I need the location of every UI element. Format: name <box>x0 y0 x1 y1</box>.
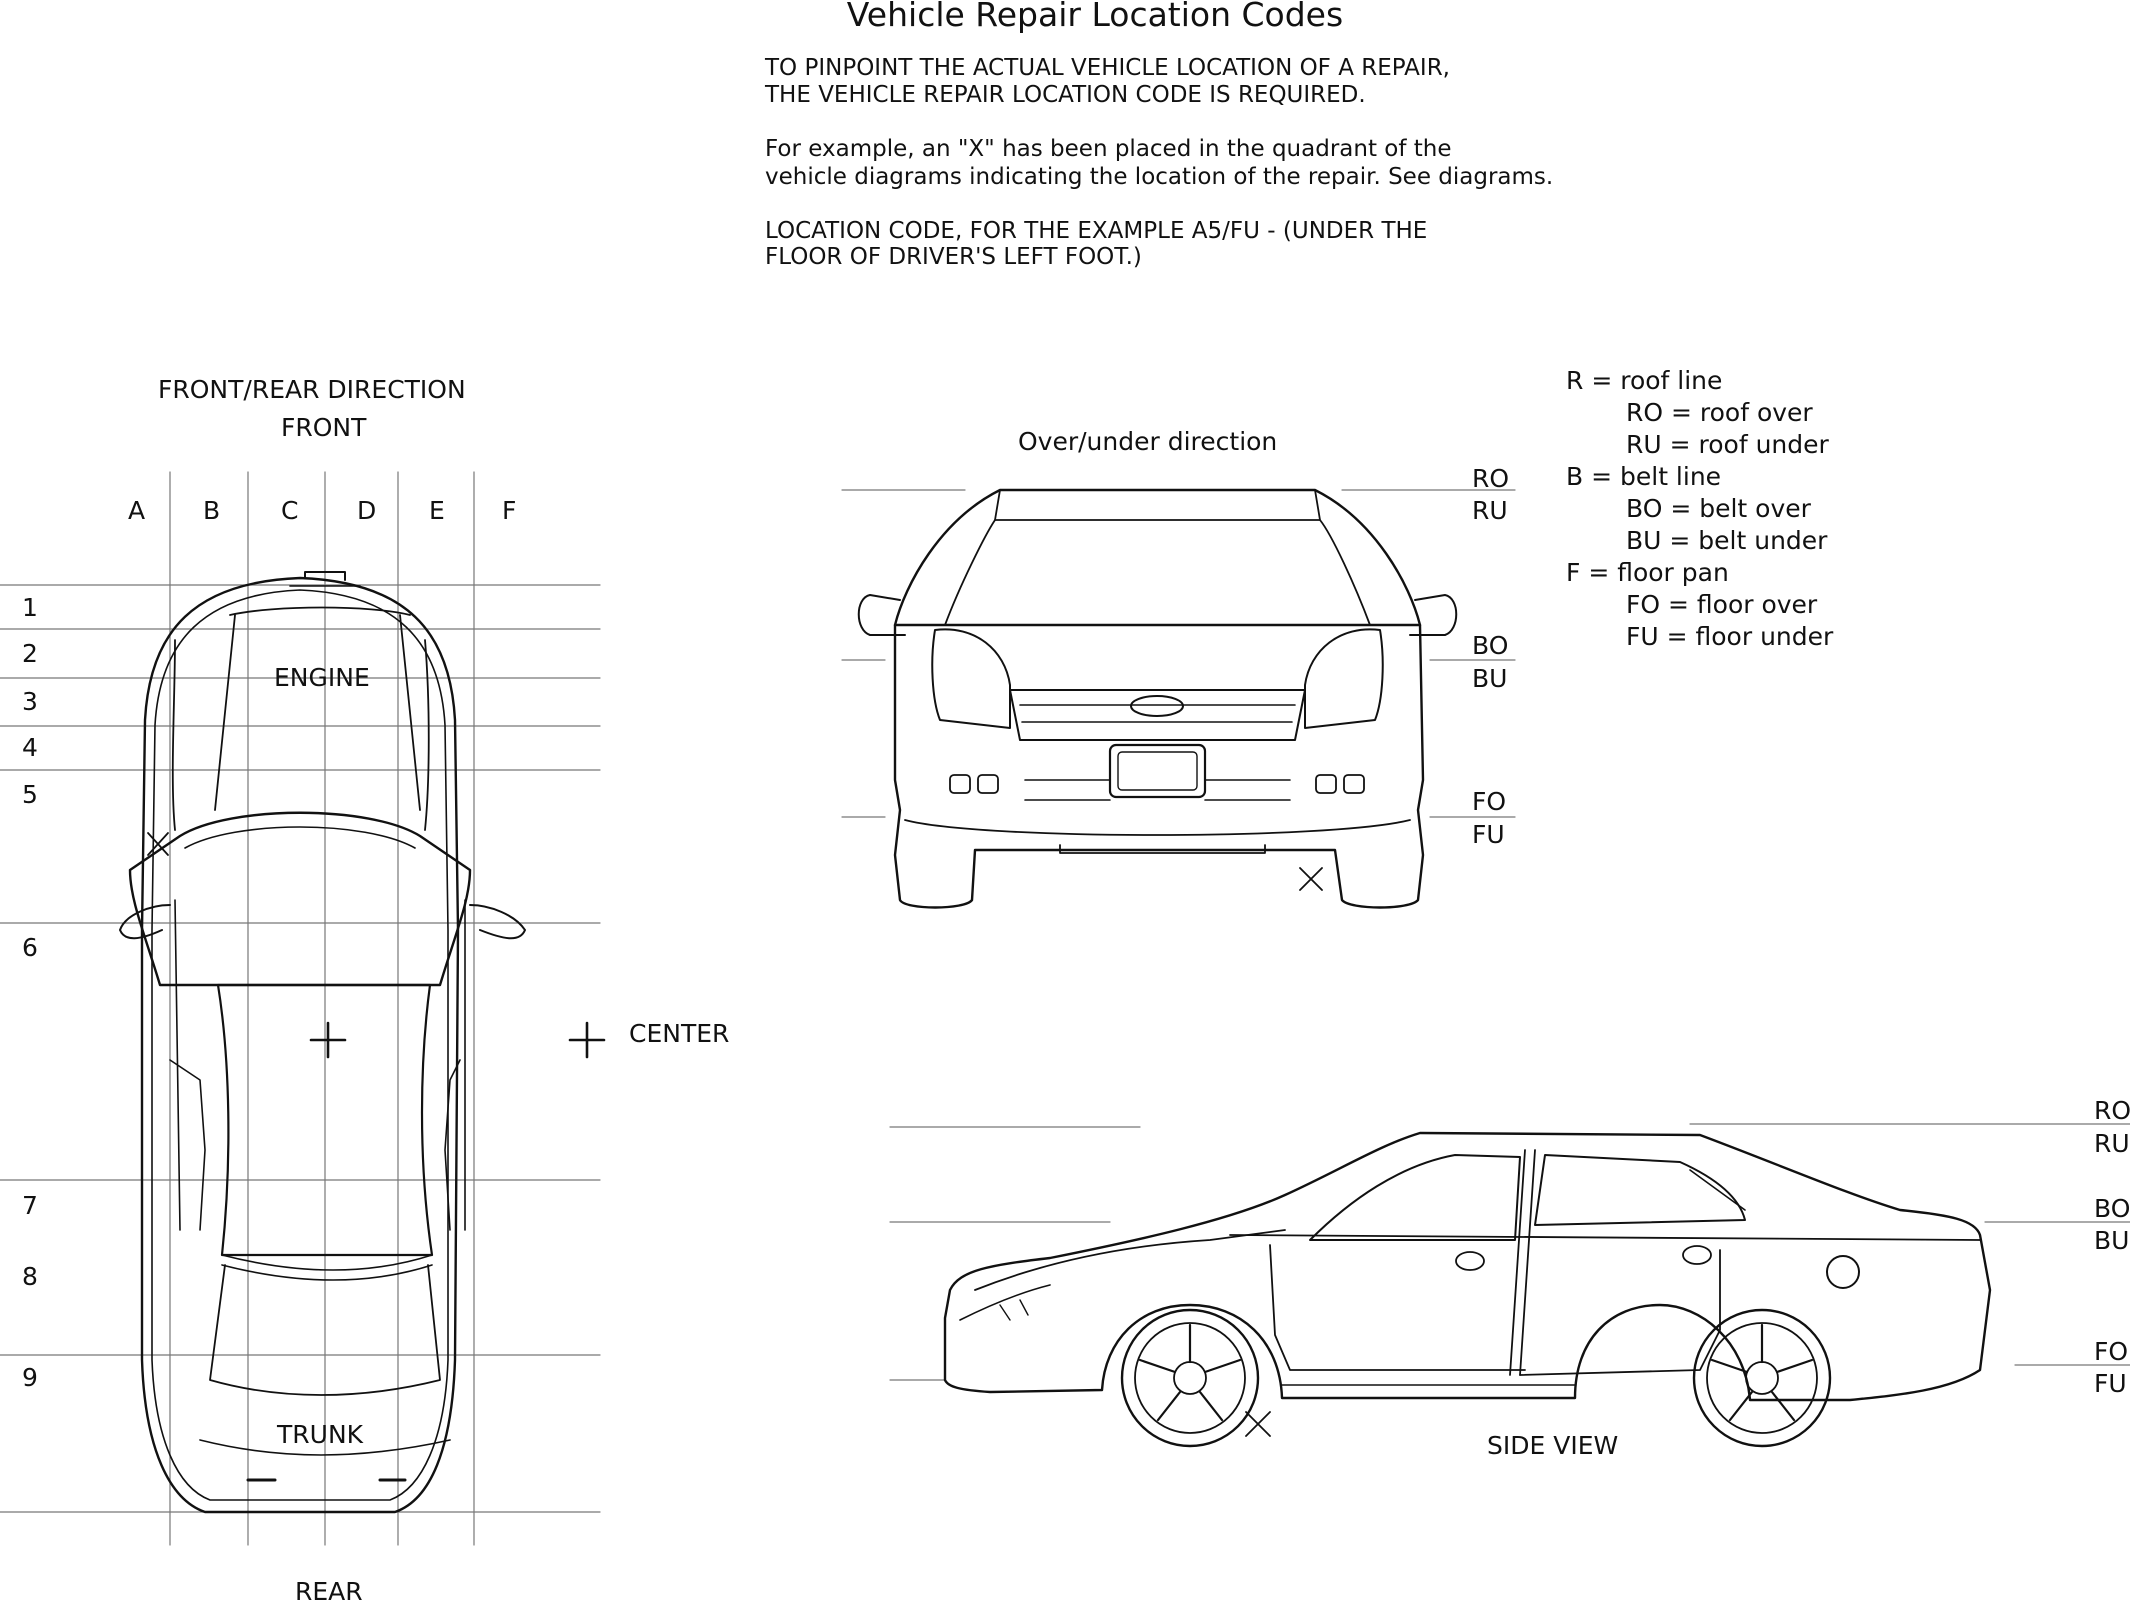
row-label-5: 5 <box>22 780 38 809</box>
front-code-fu: FU <box>1472 820 1505 849</box>
column-label-a: A <box>128 496 146 525</box>
row-label-1: 1 <box>22 593 38 622</box>
intro-line-6: FLOOR OF DRIVER'S LEFT FOOT.) <box>765 244 1142 270</box>
front-code-ru: RU <box>1472 496 1508 525</box>
legend-floor-under: FU = floor under <box>1626 622 1834 651</box>
row-label-3: 3 <box>22 687 38 716</box>
legend-roof-line: R = roof line <box>1566 366 1723 395</box>
legend-floor-pan: F = floor pan <box>1566 558 1729 587</box>
side-code-bu: BU <box>2094 1226 2130 1255</box>
column-label-e: E <box>429 496 445 525</box>
side-view-guides <box>889 1123 2130 1381</box>
legend-belt-under: BU = belt under <box>1626 526 1828 555</box>
intro-line-1: TO PINPOINT THE ACTUAL VEHICLE LOCATION … <box>765 55 1450 81</box>
column-label-c: C <box>281 496 299 525</box>
top-view-rear-label: REAR <box>295 1577 363 1606</box>
column-label-f: F <box>502 496 517 525</box>
trunk-label: TRUNK <box>277 1420 364 1449</box>
front-code-ro: RO <box>1472 464 1510 493</box>
column-label-b: B <box>203 496 221 525</box>
center-cross-symbols <box>309 1021 606 1059</box>
side-code-fu: FU <box>2094 1369 2127 1398</box>
front-code-bu: BU <box>1472 664 1508 693</box>
page-title: Vehicle Repair Location Codes <box>846 0 1344 34</box>
row-label-8: 8 <box>22 1262 38 1291</box>
example-x-mark-front <box>1299 867 1323 891</box>
row-label-7: 7 <box>22 1191 38 1220</box>
row-label-9: 9 <box>22 1363 38 1392</box>
top-view-front-label: FRONT <box>281 413 367 442</box>
engine-label: ENGINE <box>274 663 370 692</box>
top-view-car <box>119 571 526 1514</box>
legend-belt-over: BO = belt over <box>1626 494 1811 523</box>
top-view-heading: FRONT/REAR DIRECTION <box>158 375 466 404</box>
front-code-fo: FO <box>1472 787 1507 816</box>
intro-line-5: LOCATION CODE, FOR THE EXAMPLE A5/FU - (… <box>765 218 1428 244</box>
intro-line-2: THE VEHICLE REPAIR LOCATION CODE IS REQU… <box>765 82 1366 108</box>
legend-roof-over: RO = roof over <box>1626 398 1813 427</box>
side-code-bo: BO <box>2094 1194 2130 1223</box>
legend-roof-under: RU = roof under <box>1626 430 1829 459</box>
side-code-ro: RO <box>2094 1096 2130 1125</box>
side-code-ru: RU <box>2094 1129 2130 1158</box>
front-code-bo: BO <box>1472 631 1509 660</box>
intro-line-4: vehicle diagrams indicating the location… <box>765 164 1554 190</box>
example-x-mark-top <box>147 832 169 856</box>
top-view-grid <box>0 471 601 1546</box>
legend-floor-over: FO = floor over <box>1626 590 1818 619</box>
legend-belt-line: B = belt line <box>1566 462 1722 491</box>
row-label-6: 6 <box>22 933 38 962</box>
side-view-caption: SIDE VIEW <box>1487 1431 1619 1460</box>
front-view-heading: Over/under direction <box>1018 427 1278 456</box>
side-view-car <box>943 1131 1992 1448</box>
row-label-2: 2 <box>22 639 38 668</box>
front-view-guides <box>841 489 1516 818</box>
center-label: CENTER <box>629 1019 730 1048</box>
column-label-d: D <box>357 496 377 525</box>
side-code-fo: FO <box>2094 1337 2129 1366</box>
example-x-mark-side <box>1245 1411 1271 1437</box>
row-label-4: 4 <box>22 733 38 762</box>
intro-line-3: For example, an "X" has been placed in t… <box>765 136 1452 162</box>
front-view-car <box>857 488 1458 909</box>
